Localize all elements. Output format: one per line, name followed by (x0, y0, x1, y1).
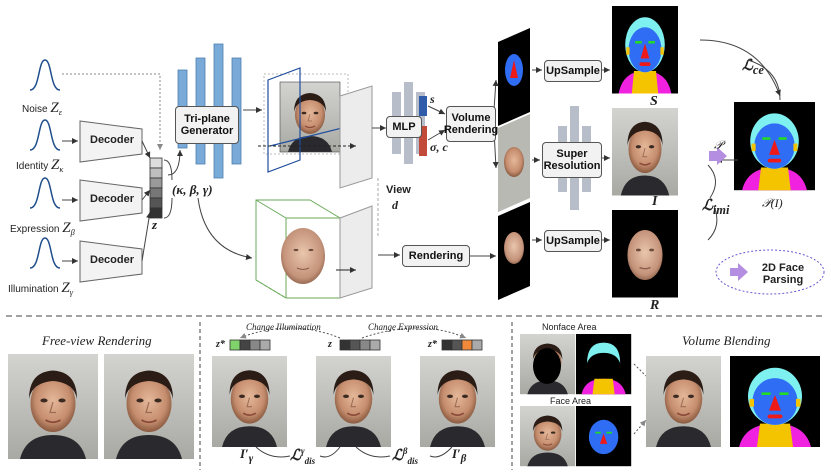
illumination-label: Illumination Zγ (8, 280, 74, 297)
free-view-title: Free-view Rendering (42, 333, 152, 348)
upsample-2-box: UpSample (544, 230, 602, 252)
change-expression-label: Change Expression (368, 322, 438, 332)
view-label: View (386, 184, 411, 196)
triplane-cube (258, 67, 373, 189)
i-gamma-label: I′γ (240, 446, 254, 465)
z-star-right-label: z* (428, 339, 437, 350)
decoder-1-label: Decoder (90, 134, 135, 146)
decoder-3-label: Decoder (90, 254, 135, 266)
face-parsing-label: 2D Face Parsing (761, 262, 805, 286)
loss-dis-beta-label: ℒβdis (392, 446, 418, 466)
z-star-left-label: z* (216, 339, 225, 350)
volume-blending-title: Volume Blending (682, 333, 771, 348)
I-label: I (652, 194, 658, 209)
identity-label: Identity Zκ (16, 157, 64, 174)
decoder-2-label: Decoder (90, 193, 135, 205)
p-label: 𝒫 (714, 138, 723, 152)
mlp-box: MLP (386, 116, 422, 138)
z-label: z (152, 217, 158, 232)
nonface-area-label: Nonface Area (542, 322, 597, 332)
p-of-i-label: 𝒫(I) (762, 196, 783, 210)
R-label: R (650, 298, 660, 313)
S-label: S (650, 94, 658, 109)
decoders (79, 120, 143, 283)
latent-strips (229, 339, 483, 351)
change-illumination-label: Change Illumination (246, 322, 321, 332)
i-beta-label: I′β (452, 446, 467, 465)
rendering-box: Rendering (402, 245, 470, 267)
loss-imi-label: ℒimi (702, 198, 730, 217)
super-resolution-box: Super Resolution (542, 142, 602, 178)
noise-label: Noise Zε (22, 100, 62, 117)
upsample-1-box: UpSample (544, 60, 602, 82)
params-label: (κ, β, γ) (172, 182, 213, 197)
d-label: d (392, 198, 398, 212)
z-latent-stack (149, 157, 163, 219)
loss-ce-label: ℒce (742, 58, 764, 77)
sigma-c-label: σ, c (430, 140, 448, 154)
expression-label: Expression Zβ (10, 220, 75, 237)
z-mid-label: z (328, 339, 332, 350)
gaussian-noise (29, 59, 61, 269)
face-area-label: Face Area (550, 396, 592, 406)
s-label: s (430, 92, 435, 106)
mesh-cube (255, 199, 373, 299)
volume-rendering-box: Volume Rendering (444, 106, 498, 142)
loss-dis-gamma-label: ℒγdis (290, 446, 316, 466)
triplane-generator-box: Tri-plane Generator (175, 106, 239, 144)
